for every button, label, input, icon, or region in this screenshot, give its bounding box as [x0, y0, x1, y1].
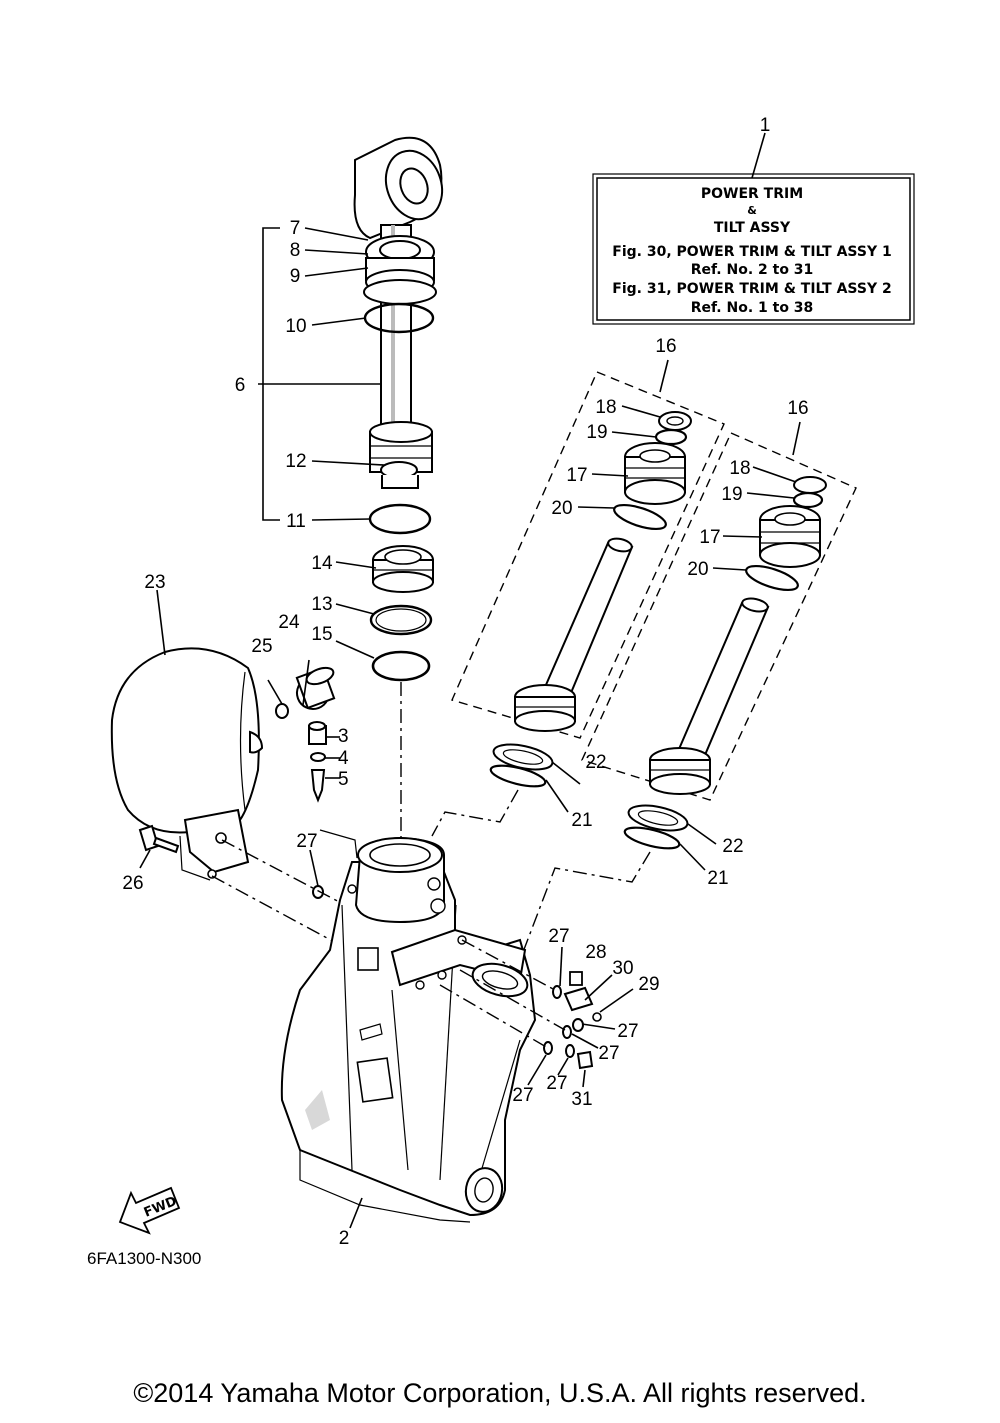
- info-title-2: &: [747, 204, 757, 217]
- callout-27-f: 27: [546, 1073, 567, 1094]
- callout-13: 13: [311, 594, 332, 615]
- tilt-cylinder-assembly: [258, 136, 444, 858]
- callout-18-right: 18: [729, 458, 750, 479]
- callout-27-e: 27: [512, 1085, 533, 1106]
- callout-23: 23: [144, 572, 165, 593]
- callout-31: 31: [571, 1089, 592, 1110]
- copyright-notice: ©2014 Yamaha Motor Corporation, U.S.A. A…: [133, 1378, 867, 1408]
- info-title-1: POWER TRIM: [701, 186, 803, 202]
- callout-4: 4: [338, 748, 349, 769]
- callout-27-a: 27: [296, 831, 317, 852]
- callout-15: 15: [311, 624, 332, 645]
- callout-19-left: 19: [586, 422, 607, 443]
- trim-cylinder-assembly-right: [519, 421, 857, 961]
- callout-6: 6: [235, 375, 246, 396]
- info-ref-2: Ref. No. 2 to 31: [691, 262, 814, 278]
- callout-17-right: 17: [699, 527, 720, 548]
- leader-lines: [156, 227, 797, 871]
- reservoir-tank: [110, 647, 346, 946]
- callout-20-right: 20: [687, 559, 708, 580]
- callout-5: 5: [338, 769, 349, 790]
- callout-7: 7: [290, 218, 301, 239]
- callout-27-b: 27: [548, 926, 569, 947]
- info-title-3: TILT ASSY: [714, 220, 791, 236]
- callout-1: 1: [760, 115, 771, 136]
- assembly-info-box: POWER TRIM & TILT ASSY Fig. 30, POWER TR…: [592, 132, 915, 325]
- filter-and-valves: [138, 659, 336, 869]
- callout-18-left: 18: [595, 397, 616, 418]
- info-ref-4: Ref. No. 1 to 38: [691, 300, 814, 316]
- trim-cylinder-assembly-left: [431, 359, 725, 837]
- callout-10: 10: [285, 316, 306, 337]
- callout-28: 28: [585, 942, 606, 963]
- callout-9: 9: [290, 266, 301, 287]
- callout-16-left: 16: [655, 336, 676, 357]
- callout-30: 30: [612, 958, 633, 979]
- callout-8: 8: [290, 240, 301, 261]
- callout-29: 29: [638, 974, 659, 995]
- callout-24: 24: [278, 612, 300, 633]
- callout-27-c: 27: [617, 1021, 638, 1042]
- info-ref-3: Fig. 31, POWER TRIM & TILT ASSY 2: [612, 281, 891, 297]
- callout-12: 12: [285, 451, 306, 472]
- callout-22-right: 22: [722, 836, 743, 857]
- callout-22-left: 22: [585, 752, 606, 773]
- fwd-arrow-icon: FWD: [118, 1186, 181, 1235]
- callout-20-left: 20: [551, 498, 572, 519]
- manual-valve-parts: [439, 939, 634, 1088]
- info-ref-1: Fig. 30, POWER TRIM & TILT ASSY 1: [612, 244, 891, 260]
- callout-26: 26: [122, 873, 143, 894]
- callout-14: 14: [311, 553, 333, 574]
- callout-16-right: 16: [787, 398, 808, 419]
- main-housing: [280, 829, 537, 1229]
- callout-11: 11: [286, 511, 306, 532]
- callout-27-d: 27: [598, 1043, 619, 1064]
- callout-3: 3: [338, 726, 349, 747]
- callout-19-right: 19: [721, 484, 742, 505]
- drawing-code: 6FA1300-N300: [87, 1249, 201, 1268]
- callout-25: 25: [251, 636, 272, 657]
- callout-17-left: 17: [566, 465, 587, 486]
- callout-21-left: 21: [571, 810, 592, 831]
- callout-numbers: 1 2 3 4 5 6 7 8 9 10 11 12 13 14 15 16 1…: [122, 115, 808, 1249]
- callout-2: 2: [339, 1228, 350, 1249]
- callout-21-right: 21: [707, 868, 728, 889]
